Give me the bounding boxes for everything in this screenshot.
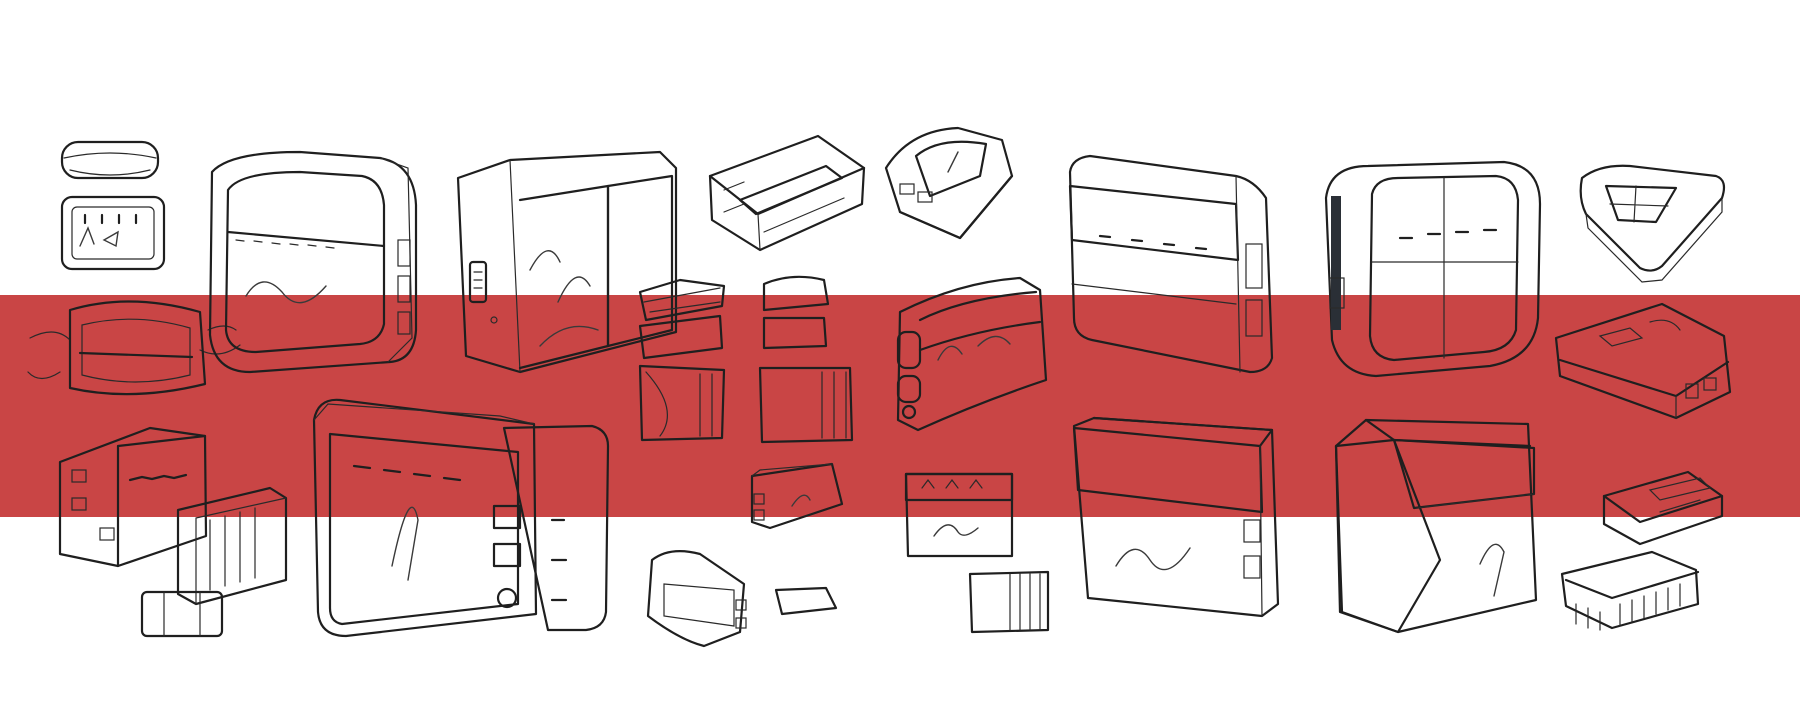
router-sketch-white-grey-top [1068,154,1274,374]
router-sketch-red-blocks [638,275,854,444]
router-sketch-small-rounded [1579,164,1726,283]
router-sketch-grey-pattern-box [1072,416,1280,618]
router-sketch-faceted-box [1334,418,1538,634]
router-sketch-compact-ports [884,126,1014,240]
router-sketch-large-vent [456,150,678,374]
router-sketch-red-cables [27,300,241,396]
router-sketch-red-ports [58,426,288,638]
router-sketch-stacked-small [1560,470,1724,631]
router-sketch-large-square [208,150,418,374]
router-sketch-small-display [60,195,166,271]
router-sketch-red-cylinder [896,276,1048,432]
router-sketch-flat-bottom [646,462,1050,648]
router-sketch-red-flat [1554,302,1732,420]
router-sketch-stand-front [312,398,610,638]
router-sketch-dark-grey [1324,160,1542,378]
router-sketch-flat-slot [708,134,866,252]
router-sketch-small-top [60,140,160,180]
